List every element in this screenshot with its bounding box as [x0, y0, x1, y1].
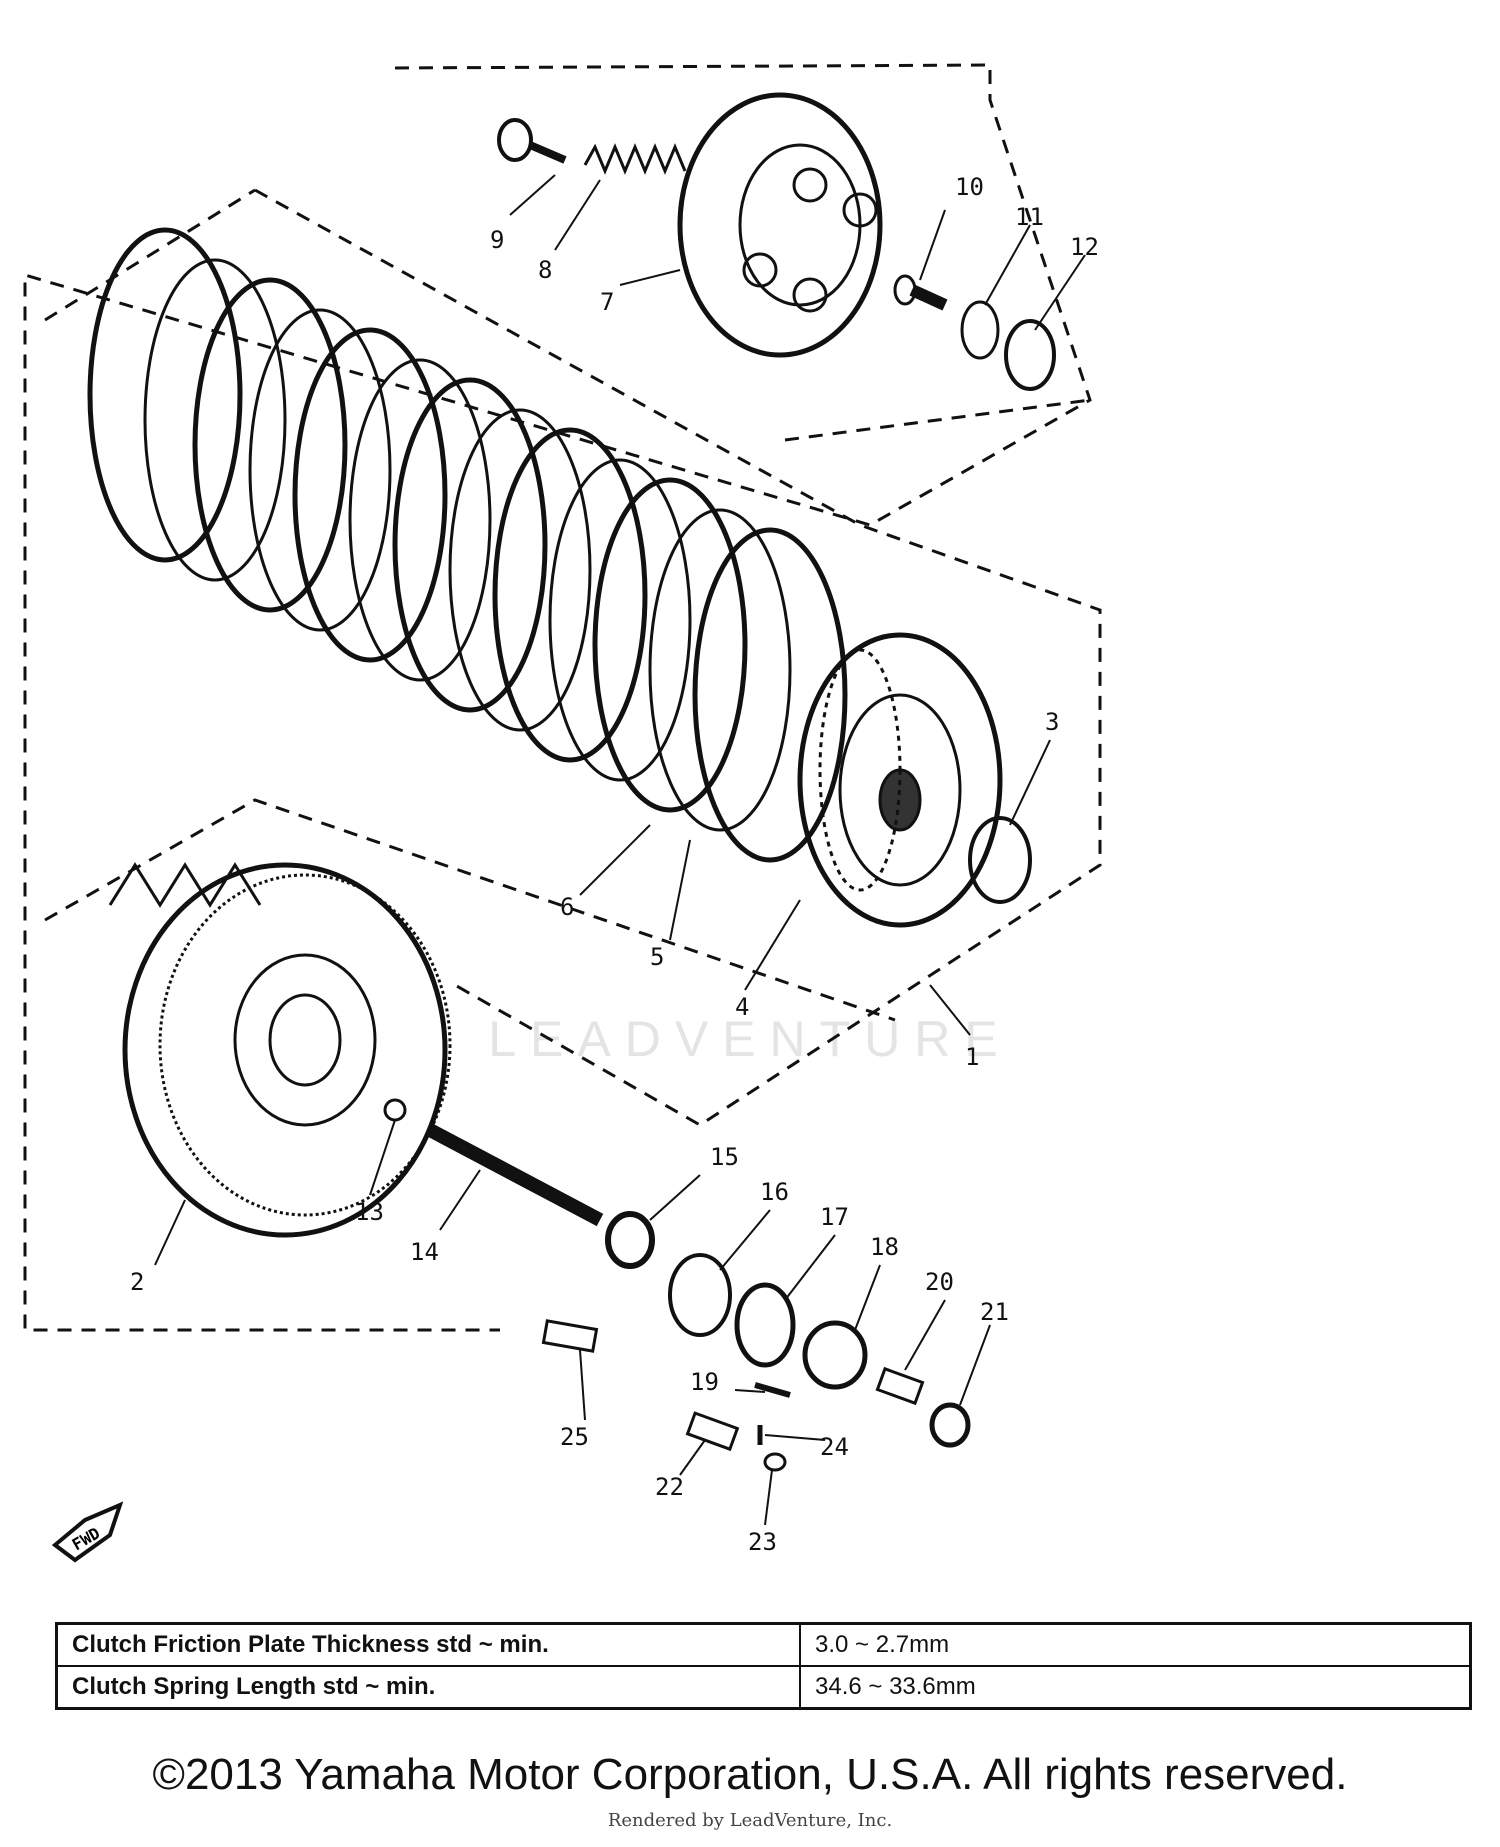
callout-9: 9 — [490, 226, 504, 254]
callout-23: 23 — [748, 1528, 777, 1556]
callout-21: 21 — [980, 1298, 1009, 1326]
callout-16: 16 — [760, 1178, 789, 1206]
push-rod-short — [893, 274, 948, 311]
callout-4: 4 — [735, 993, 749, 1021]
return-spring — [541, 1319, 599, 1353]
callout-14: 14 — [410, 1238, 439, 1266]
callout-7: 7 — [600, 288, 614, 316]
pressure-plate-group-outline — [23, 63, 1092, 1332]
callout-19: 19 — [690, 1368, 719, 1396]
spec-value-spring-length: 34.6 ~ 33.6mm — [799, 1665, 1472, 1710]
clutch-assembly-group-outline — [254, 188, 1102, 1127]
inner-group-outline — [44, 188, 256, 322]
rendered-by-text: Rendered by LeadVenture, Inc. — [607, 1810, 893, 1831]
pushrod-group-outline — [784, 398, 1091, 442]
screw-19 — [754, 1382, 791, 1398]
ball — [383, 1098, 407, 1122]
callout-6: 6 — [560, 893, 574, 921]
spec-label-friction-plate: Clutch Friction Plate Thickness std ~ mi… — [55, 1622, 801, 1667]
pressure-plate — [677, 92, 883, 358]
thrust-washer — [968, 816, 1032, 904]
callout-24: 24 — [820, 1433, 849, 1461]
callout-8: 8 — [538, 256, 552, 284]
callout-18: 18 — [870, 1233, 899, 1261]
copyright-text: ©2013 Yamaha Motor Corporation, U.S.A. A… — [152, 1750, 1348, 1799]
adjuster — [802, 1320, 868, 1390]
oil-seal — [734, 1282, 796, 1368]
callout-15: 15 — [710, 1143, 739, 1171]
pin-23 — [763, 1452, 787, 1472]
table-row: Clutch Spring Length std ~ min. 34.6 ~ 3… — [55, 1665, 1472, 1710]
circlip — [960, 300, 1000, 360]
spec-table: Clutch Friction Plate Thickness std ~ mi… — [55, 1622, 1472, 1710]
bearing — [605, 1211, 655, 1269]
callout-3: 3 — [1045, 708, 1059, 736]
callout-5: 5 — [650, 943, 664, 971]
callout-25: 25 — [560, 1423, 589, 1451]
callout-2: 2 — [130, 1268, 144, 1296]
callout-12: 12 — [1070, 233, 1099, 261]
clutch-boss — [797, 632, 1003, 928]
callout-13: 13 — [355, 1198, 384, 1226]
callout-11: 11 — [1015, 203, 1044, 231]
callout-1: 1 — [965, 1043, 979, 1071]
spec-label-spring-length: Clutch Spring Length std ~ min. — [55, 1665, 801, 1710]
lever-pin-22 — [685, 1411, 740, 1452]
clutch-spring — [583, 143, 687, 175]
boss-group-outline — [44, 798, 896, 1022]
push-lever — [668, 1253, 732, 1337]
clutch-housing — [108, 862, 452, 1238]
spec-value-friction-plate: 3.0 ~ 2.7mm — [799, 1622, 1472, 1667]
push-rod-long — [426, 1123, 604, 1227]
washer-12 — [1004, 319, 1056, 391]
lock-nut — [929, 1402, 971, 1448]
clutch-plate-stack — [87, 227, 848, 863]
watermark-text: LEADVENTURE — [488, 1011, 1012, 1067]
fwd-arrow-icon — [51, 1501, 124, 1563]
table-row: Clutch Friction Plate Thickness std ~ mi… — [55, 1622, 1472, 1667]
callout-17: 17 — [820, 1203, 849, 1231]
callout-20: 20 — [925, 1268, 954, 1296]
callout-22: 22 — [655, 1473, 684, 1501]
adjusting-screw — [875, 1366, 925, 1406]
spring-bolt — [497, 118, 567, 164]
clutch-exploded-diagram: 1 2 3 4 5 6 7 8 9 10 11 12 13 14 15 16 1… — [23, 63, 1102, 1563]
callout-10: 10 — [955, 173, 984, 201]
